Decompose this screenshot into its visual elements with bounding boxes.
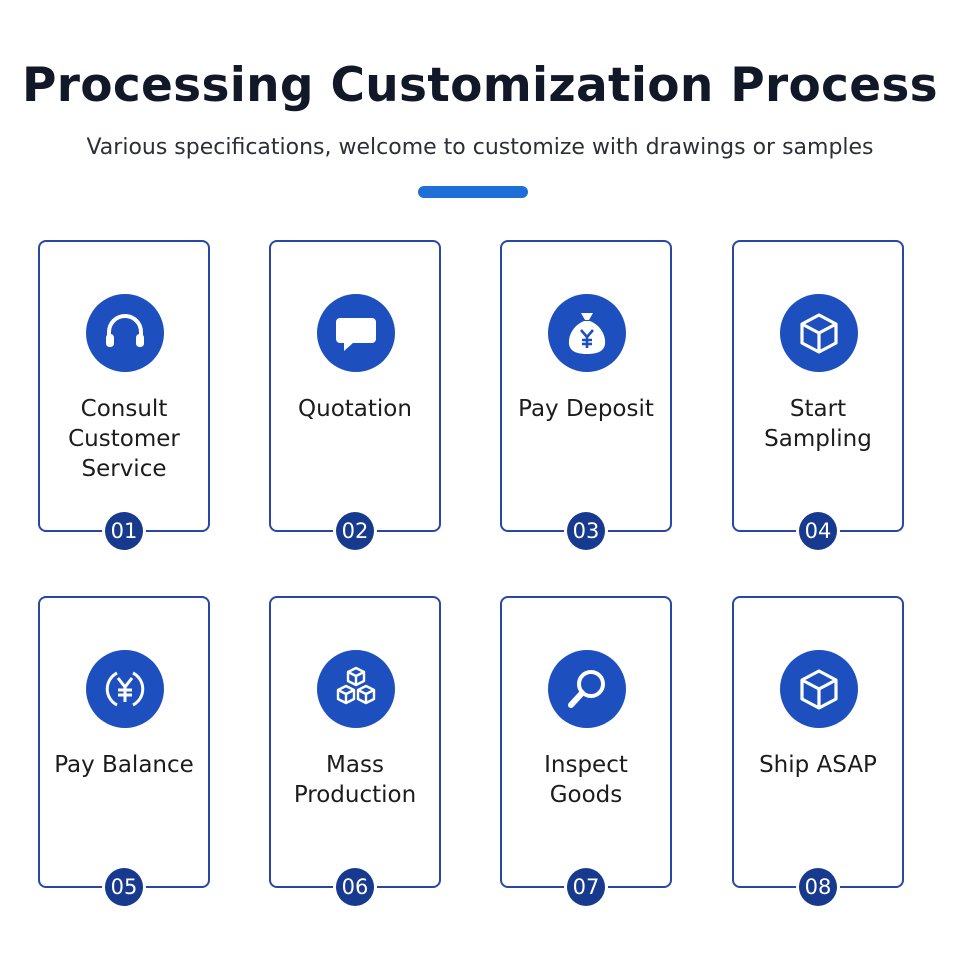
step-label: Mass Production bbox=[293, 752, 417, 808]
chat-bubble-icon bbox=[317, 294, 395, 372]
step-label: Consult Customer Service bbox=[68, 396, 180, 482]
step-card-production: Mass Production 06 bbox=[269, 596, 441, 906]
accent-bar bbox=[418, 186, 528, 198]
yen-coin-icon bbox=[86, 650, 164, 728]
step-card-deposit: Pay Deposit 03 bbox=[500, 240, 672, 550]
package-icon bbox=[780, 650, 858, 728]
step-label: Quotation bbox=[298, 396, 412, 422]
step-label: Pay Balance bbox=[54, 752, 194, 778]
step-label: Start Sampling bbox=[764, 396, 872, 452]
money-bag-icon bbox=[548, 294, 626, 372]
step-card-inspect: Inspect Goods 07 bbox=[500, 596, 672, 906]
step-card-consult: Consult Customer Service 01 bbox=[38, 240, 210, 550]
step-number-badge: 07 bbox=[567, 868, 605, 906]
box-icon bbox=[780, 294, 858, 372]
step-label: Pay Deposit bbox=[518, 396, 654, 422]
page-title: Processing Customization Process bbox=[22, 58, 938, 113]
step-number-badge: 06 bbox=[336, 868, 374, 906]
step-number-badge: 02 bbox=[336, 512, 374, 550]
step-number-badge: 01 bbox=[105, 512, 143, 550]
step-card-sampling: Start Sampling 04 bbox=[732, 240, 904, 550]
page-subtitle: Various specifications, welcome to custo… bbox=[86, 135, 874, 160]
step-card-balance: Pay Balance 05 bbox=[38, 596, 210, 906]
stacked-boxes-icon bbox=[317, 650, 395, 728]
step-label: Inspect Goods bbox=[544, 752, 628, 808]
step-label: Ship ASAP bbox=[759, 752, 877, 778]
step-number-badge: 05 bbox=[105, 868, 143, 906]
step-number-badge: 04 bbox=[799, 512, 837, 550]
step-number-badge: 03 bbox=[567, 512, 605, 550]
headset-icon bbox=[86, 294, 164, 372]
step-card-ship: Ship ASAP 08 bbox=[732, 596, 904, 906]
step-card-quotation: Quotation 02 bbox=[269, 240, 441, 550]
magnifier-icon bbox=[548, 650, 626, 728]
step-number-badge: 08 bbox=[799, 868, 837, 906]
